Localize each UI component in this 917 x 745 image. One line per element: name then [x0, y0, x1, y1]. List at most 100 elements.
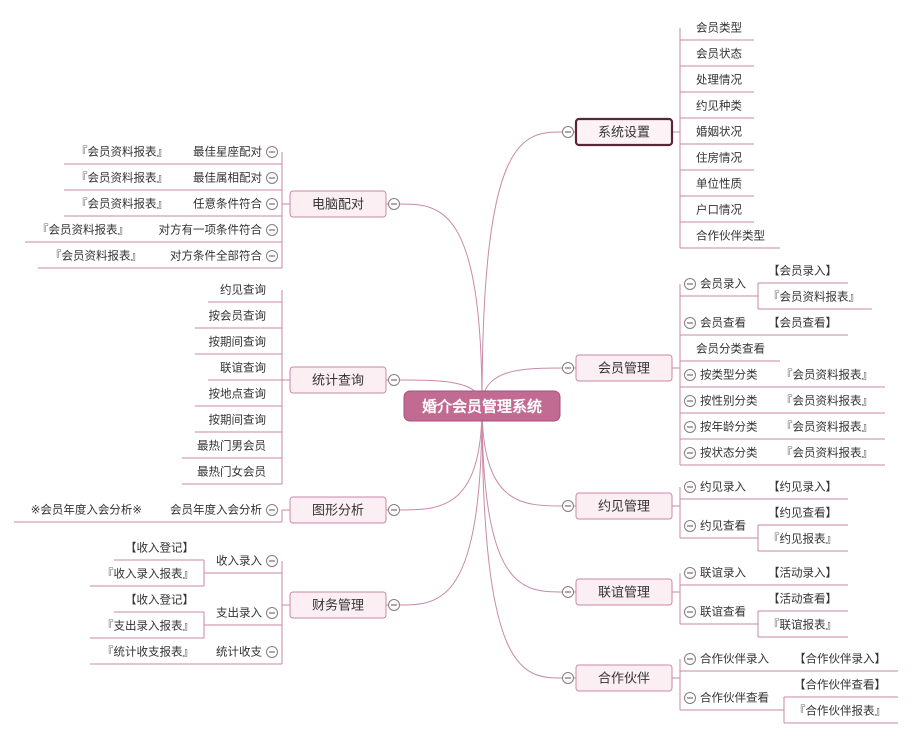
- collapse-child-icon[interactable]: [684, 421, 696, 433]
- leaf-node[interactable]: 『会员资料报表』: [781, 394, 873, 408]
- leaf-node[interactable]: 【合作伙伴录入】: [794, 652, 886, 666]
- child-node[interactable]: 会员类型: [696, 21, 742, 35]
- child-node[interactable]: 约见种类: [696, 99, 742, 113]
- child-node[interactable]: 最热门男会员: [197, 439, 266, 453]
- child-node[interactable]: 约见查看: [700, 519, 746, 533]
- child-node[interactable]: 会员查看: [700, 316, 746, 330]
- collapse-computer-matching-icon[interactable]: [388, 198, 400, 210]
- branch-statistics-query[interactable]: 统计查询: [289, 366, 387, 394]
- child-node[interactable]: 联谊录入: [700, 566, 746, 580]
- child-node[interactable]: 按年龄分类: [700, 420, 758, 434]
- leaf-node[interactable]: 『联谊报表』: [768, 618, 837, 632]
- collapse-social-management-icon[interactable]: [562, 586, 574, 598]
- branch-partners[interactable]: 合作伙伴: [575, 664, 673, 692]
- child-node[interactable]: 任意条件符合: [193, 197, 262, 211]
- child-node[interactable]: 联谊查询: [220, 361, 266, 375]
- leaf-node[interactable]: 『会员资料报表』: [76, 197, 168, 211]
- collapse-child-icon[interactable]: [266, 250, 278, 262]
- child-node[interactable]: 约见查询: [220, 283, 266, 297]
- collapse-child-icon[interactable]: [266, 607, 278, 619]
- leaf-node[interactable]: 『会员资料报表』: [768, 290, 860, 304]
- child-node[interactable]: 按期间查询: [209, 335, 267, 349]
- leaf-node[interactable]: 【合作伙伴查看】: [794, 678, 886, 692]
- child-node[interactable]: 按性别分类: [700, 394, 758, 408]
- child-node[interactable]: 对方有一项条件符合: [159, 223, 263, 237]
- branch-social-management[interactable]: 联谊管理: [575, 578, 673, 606]
- child-node[interactable]: 合作伙伴查看: [700, 691, 769, 705]
- child-node[interactable]: 合作伙伴录入: [700, 652, 769, 666]
- leaf-node[interactable]: 【活动录入】: [768, 566, 837, 580]
- collapse-child-icon[interactable]: [684, 447, 696, 459]
- collapse-child-icon[interactable]: [266, 646, 278, 658]
- collapse-child-icon[interactable]: [684, 692, 696, 704]
- collapse-child-icon[interactable]: [266, 555, 278, 567]
- root-node[interactable]: 婚介会员管理系统: [403, 390, 561, 422]
- child-node[interactable]: 处理情况: [696, 73, 742, 87]
- leaf-node[interactable]: 『统计收支报表』: [102, 645, 194, 659]
- child-node[interactable]: 婚姻状况: [696, 125, 742, 139]
- child-node[interactable]: 收入录入: [216, 554, 262, 568]
- child-node[interactable]: 会员录入: [700, 277, 746, 291]
- collapse-child-icon[interactable]: [684, 395, 696, 407]
- collapse-child-icon[interactable]: [684, 653, 696, 665]
- collapse-system-settings-icon[interactable]: [562, 126, 574, 138]
- leaf-node[interactable]: 『合作伙伴报表』: [794, 704, 886, 718]
- child-node[interactable]: 会员年度入会分析: [170, 503, 262, 517]
- leaf-node[interactable]: 『收入录入报表』: [102, 567, 194, 581]
- collapse-child-icon[interactable]: [684, 520, 696, 532]
- collapse-child-icon[interactable]: [266, 146, 278, 158]
- leaf-node[interactable]: 【收入登记】: [125, 593, 194, 607]
- branch-system-settings[interactable]: 系统设置: [574, 117, 674, 147]
- child-node[interactable]: 会员分类查看: [696, 342, 765, 356]
- collapse-child-icon[interactable]: [684, 567, 696, 579]
- collapse-member-management-icon[interactable]: [562, 362, 574, 374]
- collapse-graph-analysis-icon[interactable]: [388, 504, 400, 516]
- leaf-node[interactable]: 『会员资料报表』: [781, 368, 873, 382]
- child-node[interactable]: 最佳属相配对: [193, 171, 262, 185]
- child-node[interactable]: 按期间查询: [209, 413, 267, 427]
- collapse-statistics-query-icon[interactable]: [388, 374, 400, 386]
- branch-member-management[interactable]: 会员管理: [575, 354, 673, 382]
- collapse-child-icon[interactable]: [684, 481, 696, 493]
- collapse-finance-management-icon[interactable]: [388, 599, 400, 611]
- leaf-node[interactable]: 『会员资料报表』: [781, 420, 873, 434]
- collapse-child-icon[interactable]: [684, 606, 696, 618]
- collapse-child-icon[interactable]: [266, 198, 278, 210]
- child-node[interactable]: 最热门女会员: [197, 465, 266, 479]
- child-node[interactable]: 联谊查看: [700, 605, 746, 619]
- branch-finance-management[interactable]: 财务管理: [289, 591, 387, 619]
- leaf-node[interactable]: 『约见报表』: [768, 532, 837, 546]
- child-node[interactable]: 约见录入: [700, 480, 746, 494]
- leaf-node[interactable]: ※会员年度入会分析※: [31, 503, 142, 517]
- child-node[interactable]: 户口情况: [696, 203, 742, 217]
- child-node[interactable]: 按地点查询: [209, 387, 267, 401]
- child-node[interactable]: 单位性质: [696, 177, 742, 191]
- leaf-node[interactable]: 『会员资料报表』: [76, 145, 168, 159]
- collapse-child-icon[interactable]: [684, 317, 696, 329]
- leaf-node[interactable]: 【活动查看】: [768, 592, 837, 606]
- child-node[interactable]: 支出录入: [216, 606, 262, 620]
- child-node[interactable]: 对方条件全部符合: [170, 249, 262, 263]
- collapse-partners-icon[interactable]: [562, 672, 574, 684]
- branch-computer-matching[interactable]: 电脑配对: [289, 190, 387, 218]
- collapse-child-icon[interactable]: [266, 504, 278, 516]
- child-node[interactable]: 按类型分类: [700, 368, 758, 382]
- child-node[interactable]: 按会员查询: [209, 309, 267, 323]
- leaf-node[interactable]: 『会员资料报表』: [76, 171, 168, 185]
- branch-graph-analysis[interactable]: 图形分析: [289, 496, 387, 524]
- collapse-child-icon[interactable]: [266, 224, 278, 236]
- child-node[interactable]: 按状态分类: [700, 446, 758, 460]
- collapse-child-icon[interactable]: [684, 278, 696, 290]
- leaf-node[interactable]: 【收入登记】: [125, 541, 194, 555]
- collapse-child-icon[interactable]: [684, 369, 696, 381]
- leaf-node[interactable]: 『会员资料报表』: [37, 223, 129, 237]
- child-node[interactable]: 合作伙伴类型: [696, 229, 765, 243]
- child-node[interactable]: 最佳星座配对: [193, 145, 262, 159]
- child-node[interactable]: 统计收支: [216, 645, 262, 659]
- leaf-node[interactable]: 【会员查看】: [768, 316, 837, 330]
- leaf-node[interactable]: 【约见查看】: [768, 506, 837, 520]
- collapse-child-icon[interactable]: [266, 172, 278, 184]
- collapse-appointment-management-icon[interactable]: [562, 500, 574, 512]
- child-node[interactable]: 会员状态: [696, 47, 742, 61]
- child-node[interactable]: 住房情况: [696, 151, 742, 165]
